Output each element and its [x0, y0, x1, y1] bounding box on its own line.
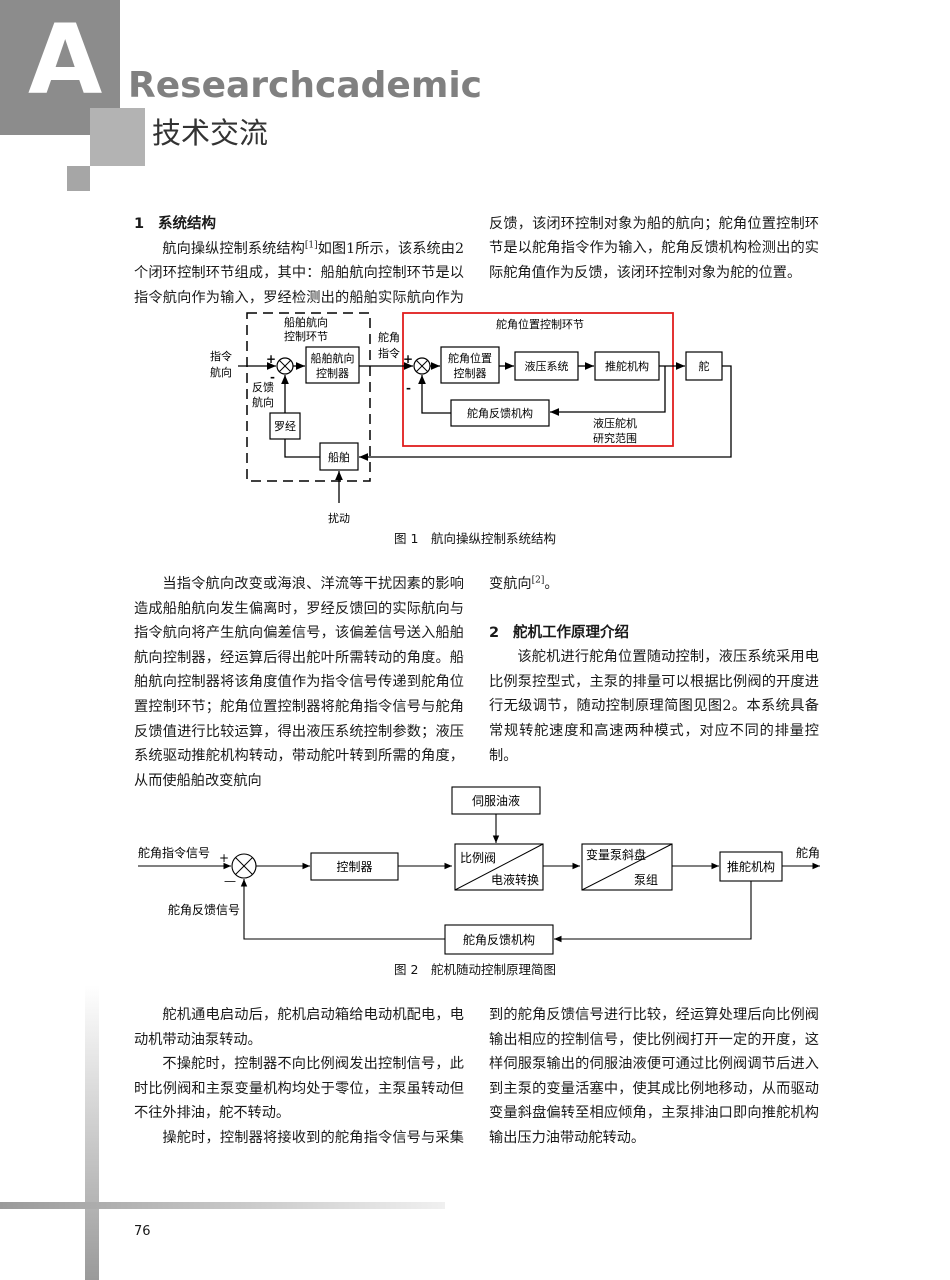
- minus-sign: -: [270, 370, 275, 384]
- block-label: 推舵机构: [605, 359, 649, 373]
- text-run: 当指令航向改变或海浪、洋流等干扰因素的影响造成船舶航向发生偏离时，罗经反馈回的实…: [134, 576, 464, 789]
- right-column-middle: 变航向[2]。 2 舵机工作原理介绍 该舵机进行舵角位置随动控制，液压系统采用电比…: [489, 572, 819, 768]
- research-scope-boundary: [402, 312, 674, 447]
- figure-1-caption: 图 1 航向操纵控制系统结构: [394, 531, 556, 546]
- paragraph: 航向操纵控制系统结构[1]如图1所示，该系统由2个闭环控制环节组成，其中：船舶航…: [489, 215, 819, 281]
- paragraph: 操舵时，控制器将接收到的舵角指令信号与采集到的舵角反馈信号进行比较，经运算处理后…: [134, 1126, 464, 1151]
- block-label: 液压系统: [525, 359, 569, 373]
- section-1-heading: 1 系统结构: [134, 212, 464, 237]
- figure-1-diagram: 船舶航向 控制环节 舵角位置控制环节 指令 航向 + - 船舶航向 控制器 舵角…: [210, 312, 732, 525]
- brand-title: Researchcademic: [128, 65, 483, 106]
- text-run: 操舵时，控制器将接收到的舵角指令信号与采集到的舵角反馈信号进行比较，经运算处理后…: [162, 1129, 464, 1146]
- paragraph: 该舵机进行舵角位置随动控制，液压系统采用电比例泵控型式，主泵的排量可以根据比例阀…: [489, 649, 819, 764]
- rudder-controller-block: [440, 346, 500, 384]
- section-2-title: 舵机工作原理介绍: [513, 624, 629, 641]
- paragraph: 航向操纵控制系统结构[1]如图1所示，该系统由2个闭环控制环节组成，其中：船舶航…: [134, 237, 464, 311]
- paragraph: 不操舵时，控制器不向比例阀发出控制信号，此时比例阀和主泵变量机构均处于零位，主泵…: [134, 1056, 464, 1122]
- block-label: 舵角位置: [448, 351, 492, 365]
- block-label: 船舶: [328, 450, 350, 464]
- scope-label: 研究范围: [593, 431, 637, 445]
- left-column-middle: 当指令航向改变或海浪、洋流等干扰因素的影响造成船舶航向发生偏离时，罗经反馈回的实…: [134, 572, 464, 818]
- section-2-number: 2: [489, 624, 500, 641]
- block-label: 舵角反馈机构: [463, 932, 535, 947]
- minus-sign: -: [406, 381, 411, 395]
- block-label: 船舶航向: [311, 351, 355, 365]
- text-run: 变航向: [489, 576, 532, 592]
- header-light-block: [90, 108, 145, 166]
- block-label: 比例阀: [460, 851, 496, 865]
- minus-sign: —: [224, 874, 236, 888]
- text-run: 。: [544, 576, 559, 592]
- left-column-bottom: 舵机通电启动后，舵机启动箱给电动机配电，电动机带动油泵转动。 不操舵时，控制器不…: [134, 1003, 464, 1151]
- paragraph: 舵机通电启动后，舵机启动箱给电动机配电，电动机带动油泵转动。: [134, 1007, 464, 1048]
- rudder-command-label: 指令: [378, 346, 400, 360]
- block-label: 控制器: [336, 860, 372, 874]
- ship-controller-block: [305, 346, 360, 384]
- section-2-heading: 2 舵机工作原理介绍: [489, 621, 819, 646]
- citation: [1]: [304, 239, 318, 250]
- ship-loop-label: 船舶航向: [284, 315, 328, 329]
- citation: [2]: [531, 575, 545, 586]
- block-label: 控制器: [454, 366, 487, 380]
- input-label: 指令: [210, 349, 232, 363]
- right-column-bottom: 操舵时，控制器将接收到的舵角指令信号与采集到的舵角反馈信号进行比较，经运算处理后…: [489, 1003, 819, 1151]
- servo-oil-block: [451, 786, 541, 815]
- ship-loop-label: 控制环节: [284, 329, 328, 343]
- block-label: 控制器: [316, 366, 349, 380]
- paragraph-continuation: 操舵时，控制器将接收到的舵角指令信号与采集到的舵角反馈信号进行比较，经运算处理后…: [489, 1007, 819, 1146]
- block-label: 泵组: [634, 873, 658, 887]
- plus-sign: +: [403, 352, 413, 366]
- left-column-top: 1 系统结构 航向操纵控制系统结构[1]如图1所示，该系统由2个闭环控制环节组成，…: [134, 212, 464, 311]
- output-label: 舵角: [796, 845, 820, 860]
- plus-sign: +: [219, 851, 229, 865]
- paragraph-continuation: 航向操纵控制系统结构[1]如图1所示，该系统由2个闭环控制环节组成，其中：船舶航…: [489, 212, 819, 286]
- header-small-block: [67, 166, 90, 191]
- text-run: 如图1所示，该系统由2个闭环控制环节组成，其中：船舶航向控制环节是以指令航向作为…: [134, 240, 464, 306]
- paragraph-tail: 变航向[2]。: [489, 572, 819, 597]
- block-label: 电液转换: [491, 872, 539, 887]
- bottom-rule: [0, 1202, 445, 1209]
- paragraph: 当指令航向改变或海浪、洋流等干扰因素的影响造成船舶航向发生偏离时，罗经反馈回的实…: [134, 572, 464, 793]
- text-run: 航向操纵控制系统结构: [162, 240, 305, 257]
- actuator-block: [719, 851, 783, 882]
- figure-2-diagram: 舵角指令信号 + — 控制器 伺服油液 比例阀 电液转换 变量泵斜盘 泵组 推舵…: [138, 786, 820, 955]
- side-gradient-bar: [85, 985, 99, 1280]
- block-label: 舵角反馈机构: [467, 406, 533, 420]
- rudder-loop-label: 舵角位置控制环节: [496, 317, 584, 331]
- feedback-label: 反馈: [252, 381, 274, 394]
- plus-sign: +: [266, 352, 276, 366]
- figure-2-caption: 图 2 舵机随动控制原理简图: [394, 962, 556, 977]
- feedback-signal-label: 舵角反馈信号: [168, 902, 240, 917]
- section-1-title: 系统结构: [158, 216, 216, 232]
- ship-loop-boundary: [246, 312, 371, 482]
- input-label: 舵角指令信号: [138, 845, 210, 860]
- right-column-top: 航向操纵控制系统结构[1]如图1所示，该系统由2个闭环控制环节组成，其中：船舶航…: [489, 212, 819, 310]
- block-label: 推舵机构: [727, 859, 775, 874]
- block-label: 变量泵斜盘: [586, 847, 646, 862]
- section-1-number: 1: [134, 216, 145, 232]
- input-label: 航向: [210, 365, 232, 379]
- section-title: 技术交流: [152, 116, 269, 150]
- scope-label: 液压舵机: [593, 416, 637, 430]
- rudder-block: [685, 351, 723, 381]
- block-label: 伺服油液: [472, 793, 520, 808]
- page-number: 76: [134, 1224, 151, 1239]
- rudder-command-label: 舵角: [378, 330, 400, 344]
- section-letter: A: [28, 4, 103, 116]
- compass-block: [269, 412, 301, 440]
- disturbance-label: 扰动: [328, 511, 350, 525]
- block-label: 罗经: [274, 420, 296, 433]
- feedback-label: 航向: [252, 395, 274, 409]
- block-label: 舵: [699, 359, 710, 373]
- hydraulic-system-block: [514, 351, 579, 381]
